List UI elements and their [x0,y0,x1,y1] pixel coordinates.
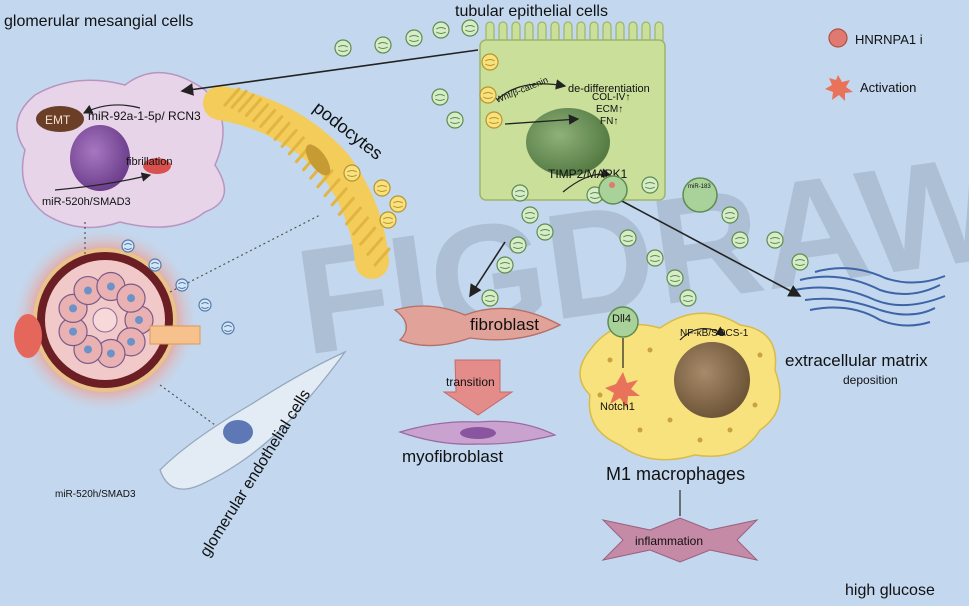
myofibroblast-nucleus [460,427,496,439]
dedifferentiation-label: de-differentiation [568,83,650,95]
dll4-receptor [607,306,639,338]
glomerular-endothelial-cell [159,350,347,490]
mir520-endothelial-label: miR-520h/SMAD3 [55,489,136,500]
glomerulus [10,225,201,415]
macrophage-nucleus [674,342,750,418]
exosome-vesicles-yellow [343,53,503,229]
fn-label: FN↑ [600,116,618,127]
inflammation-banner [601,517,759,563]
tubular-to-fibroblast-arrow [469,241,506,298]
nfkb-label: NF-κB/SOCS-1 [680,328,749,339]
col-arrow [504,114,580,125]
notch1-label: Notch1 [600,401,635,413]
tubular-to-ecm-arrow [619,199,802,297]
transition-arrow [442,359,514,416]
hnrnpa1-legend-icon [828,28,848,48]
emt-label: EMT [45,113,71,127]
glomerulus-to-endothelial-line [159,384,216,426]
dll4-label: Dll4 [612,313,631,325]
inflammation-label: inflammation [635,534,703,548]
hnrnpa1-legend-label: HNRNPA1 i [855,32,923,47]
fibroblast-label: fibroblast [470,315,539,334]
mir92-label: miR-92a-1-5p/ RCN3 [88,109,201,123]
extracellular-matrix-label: extracellular matrix [785,351,928,370]
wnt-arrow [496,79,567,101]
activation-legend-label: Activation [860,80,916,95]
mesangial-nucleus [70,125,130,191]
fibrillation-blob [143,158,171,174]
nfkb-arrow [679,326,727,341]
activation-legend-icon [825,75,853,101]
emt-blob [36,106,84,132]
deposition-label: deposition [843,373,898,387]
endothelial-nucleus [223,420,253,444]
notch1-activation-icon [605,372,640,408]
fibroblast-cell [393,305,562,347]
glomerulus-to-podocyte-line [169,214,321,293]
m1-macrophages-label: M1 macrophages [606,464,745,484]
transition-label: transition [446,375,495,389]
exosome-vesicles-green [334,19,809,307]
col-iv-label: COL-IV↑ [592,92,630,103]
podocyte-cell [203,86,391,279]
mir520-mesangial-label: miR-520h/SMAD3 [42,196,131,208]
high-glucose-label: high glucose [845,582,935,599]
fibrillation-label: fibrillation [126,156,172,168]
hnrnpa1-vesicle [598,175,628,205]
mir520-mesangial-arrow [54,172,152,191]
ecm-label: ECM↑ [596,104,623,115]
myofibroblast-label: myofibroblast [402,447,503,466]
extracellular-matrix-fibers [794,267,946,327]
mir183-label: miR-183 [688,184,711,190]
exosome-vesicles-blue [121,239,235,335]
mir183-vesicle-large [682,177,718,213]
tubular-to-mesangial-arrow [180,49,479,96]
tubular-epithelial-cells-label: tubular epithelial cells [455,3,608,20]
hnrnpa1-dot-tubular [609,182,615,188]
timp2-arrow [562,168,612,193]
glomerular-mesangial-cells-label: glomerular mesangial cells [4,13,193,30]
mir92-arrow [82,104,141,114]
